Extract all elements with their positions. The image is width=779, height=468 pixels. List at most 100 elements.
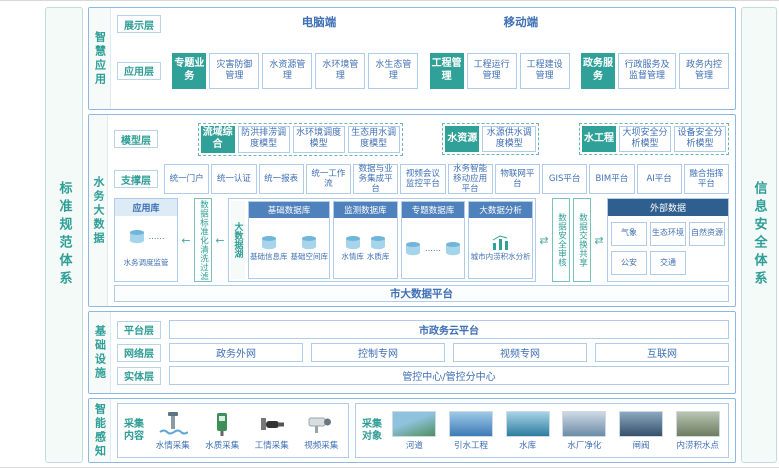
external-data-title: 外部数据 <box>608 199 728 216</box>
engineering-sensor-icon <box>260 417 284 430</box>
database-cylinder-icon <box>302 235 317 249</box>
object-item-river: 河道 <box>388 410 441 451</box>
section-smart-sensing: 智能感知 采集内容 水情采集 水质采集 工情采集 视频采 <box>88 398 736 463</box>
section-label-text: 智慧应用 <box>93 30 107 87</box>
support-item: 统一报表 <box>258 164 304 194</box>
model-item: 大坝安全分析模型 <box>618 126 671 152</box>
sense-item-label: 视频采集 <box>304 440 339 451</box>
data-flow-row: 应用库 …… 水务调度监管 ← 数据标准化清洗过滤 ← 大数据湖 <box>114 198 729 282</box>
flow-left-arrow-icon: ← <box>215 233 225 247</box>
thematic-business-group: 专题业务 灾害防御管理 水资源管理 水环境管理 水生态管理 <box>172 52 419 89</box>
model-item: 生态用水调度模型 <box>347 125 400 153</box>
sense-item-video: 视频采集 <box>299 411 345 451</box>
object-item-label: 水库 <box>519 440 537 451</box>
entity-layer-row: 实体层 管控中心/管控分中心 <box>117 366 729 385</box>
city-big-data-platform-bar: 市大数据平台 <box>114 285 729 302</box>
big-data-analysis-box: 大数据分析 城市内涝积水分析 <box>468 201 534 279</box>
water-resource-model-group: 水资源 水源供水调度模型 <box>442 123 540 155</box>
analytics-chart-icon <box>492 235 508 250</box>
object-item-waterworks: 水厂净化 <box>558 410 611 451</box>
display-layer-row: 展示层 电脑端 移动端 <box>117 12 729 36</box>
cctv-camera-icon <box>308 417 332 433</box>
ellipsis-text: …… <box>425 243 441 253</box>
government-service-group: 政务服务 行政服务及监督管理 政务内控管理 <box>580 52 729 89</box>
support-item: 统一认证 <box>211 164 257 194</box>
ellipsis-text: …… <box>148 232 165 241</box>
support-item: 水务智能移动应用平台 <box>447 164 493 194</box>
reservoir-photo <box>505 410 550 437</box>
water-level-gauge-icon <box>159 411 188 434</box>
database-cylinder-icon <box>129 230 144 244</box>
sense-item-label: 水情采集 <box>155 440 190 451</box>
database-cylinder-icon <box>345 235 360 249</box>
model-item: 防洪排涝调度模型 <box>237 125 290 153</box>
standards-system-label: 标准规范体系 <box>56 181 72 289</box>
app-item: 政务内控管理 <box>678 52 729 89</box>
object-item-label: 水厂净化 <box>567 440 602 451</box>
mobile-terminal-label: 移动端 <box>503 15 539 29</box>
data-cleansing-strip: 数据标准化清洗过滤 <box>194 198 212 282</box>
display-layer-label: 展示层 <box>117 15 161 33</box>
section-label-text: 基础设施 <box>93 324 107 381</box>
big-data-lake-label-text: 大数据湖 <box>232 222 243 258</box>
database-cylinder-icon <box>371 235 386 249</box>
application-library-box: 应用库 …… 水务调度监管 <box>114 198 178 282</box>
app-item: 水环境管理 <box>315 52 366 89</box>
support-item: 统一工作流 <box>305 164 351 194</box>
data-exchange-share-strip: 数据交换共享 <box>573 198 591 282</box>
basic-database-title: 基础数据库 <box>249 202 329 218</box>
support-item: GIS平台 <box>542 164 588 194</box>
external-data-item: 自然资源 <box>689 221 725 246</box>
flow-both-arrow-icon: ⇄ <box>539 233 549 247</box>
application-layer-label: 应用层 <box>117 61 161 80</box>
support-item: 统一门户 <box>164 164 210 194</box>
flow-left-arrow-icon: ← <box>181 233 191 247</box>
application-library-item: 水务调度监管 <box>123 258 169 267</box>
big-data-lake-label: 大数据湖 <box>231 201 245 279</box>
basin-model-group: 流域综合 防洪排涝调度模型 水环境调度模型 生态用水调度模型 <box>197 122 403 156</box>
support-item: BIM平台 <box>589 164 635 194</box>
security-system-bar: 信息安全体系 <box>741 7 777 463</box>
basin-tag: 流域综合 <box>200 125 235 153</box>
collection-content-group: 采集内容 水情采集 水质采集 工情采集 视频采集 <box>117 403 349 458</box>
external-data-item: 气象 <box>611 221 647 246</box>
monitoring-database-box: 监测数据库 水情库 水质库 <box>333 201 398 279</box>
model-item: 水环境调度模型 <box>292 125 345 153</box>
object-item-label: 内涝积水点 <box>676 440 719 451</box>
external-data-item: 公安 <box>611 251 647 276</box>
database-cylinder-icon <box>446 241 460 255</box>
db-cylinder-label: 基础空间库 <box>290 251 329 261</box>
section-label-text: 水务大数据 <box>92 175 105 246</box>
db-cylinder-label: 基础信息库 <box>250 251 288 261</box>
app-item: 工程运行管理 <box>466 52 517 89</box>
section-water-big-data: 水务大数据 模型层 流域综合 防洪排涝调度模型 水环境调度模型 生态用水调度模型… <box>88 114 736 307</box>
section-label-smart-sensing: 智能感知 <box>89 399 111 462</box>
analysis-item-label: 城市内涝积水分析 <box>470 251 531 261</box>
gov-cloud-platform-box: 市政务云平台 <box>169 320 729 339</box>
water-diversion-photo <box>449 410 493 437</box>
network-box: 互联网 <box>595 343 729 362</box>
model-layer-row: 模型层 流域综合 防洪排涝调度模型 水环境调度模型 生态用水调度模型 水资源 水… <box>114 118 729 160</box>
object-item-reservoir: 水库 <box>501 410 554 451</box>
pc-terminal-label: 电脑端 <box>301 15 337 29</box>
sense-item-label: 工情采集 <box>254 440 289 451</box>
external-data-item: 生态环境 <box>650 221 686 246</box>
object-item-label: 引水工程 <box>454 440 489 451</box>
basic-database-box: 基础数据库 基础信息库 基础空间库 <box>248 201 330 279</box>
collection-objects-label: 采集对象 <box>362 418 382 442</box>
object-item-flood-point: 内涝积水点 <box>671 410 724 451</box>
security-system-label: 信息安全体系 <box>751 181 767 289</box>
support-item: 融合指挥平台 <box>683 164 729 194</box>
app-item: 水资源管理 <box>262 52 313 89</box>
section-smart-application: 智慧应用 展示层 电脑端 移动端 应用层 专题业务 灾害防御管理 水资源管理 水… <box>88 7 736 110</box>
db-cylinder-label: 水质库 <box>366 251 390 261</box>
object-item-label: 闸阀 <box>632 440 650 451</box>
section-label-water-big-data: 水务大数据 <box>89 115 108 306</box>
water-project-tag: 水工程 <box>581 126 616 152</box>
application-layer-row: 应用层 专题业务 灾害防御管理 水资源管理 水环境管理 水生态管理 工程管理 工… <box>117 36 729 105</box>
section-label-smart-application: 智慧应用 <box>89 8 111 109</box>
application-library-title: 应用库 <box>115 199 177 216</box>
platform-layer-label: 平台层 <box>117 320 161 339</box>
support-item: 物联网平台 <box>494 164 540 194</box>
